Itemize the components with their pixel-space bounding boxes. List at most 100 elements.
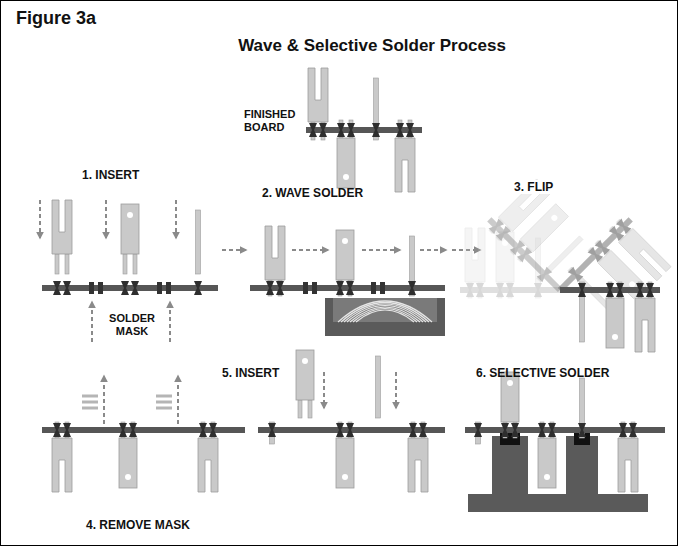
step-insert: [40, 200, 218, 342]
tab-hole: [342, 474, 348, 480]
terminal-lead: [123, 254, 127, 274]
solder-joint: [372, 123, 380, 137]
solder-joint: [396, 123, 404, 137]
step-insert-second: [258, 350, 445, 492]
tab-hole: [302, 358, 308, 364]
solder-joint: [548, 423, 556, 437]
solder-joint: [501, 423, 509, 437]
terminal-lead: [133, 254, 137, 274]
solder-joint: [578, 283, 586, 297]
solder-joint: [346, 281, 354, 295]
fork-body: [198, 438, 218, 492]
solder-joint: [476, 283, 484, 297]
tab-body: [520, 204, 568, 252]
step-selective-solder: [465, 372, 665, 512]
removed-mask-strip: [156, 401, 172, 404]
motion-arrow: [323, 372, 325, 408]
tab-body: [336, 230, 354, 280]
removed-mask-strip: [82, 407, 98, 410]
terminal-lead: [55, 254, 59, 274]
terminal-lead: [308, 400, 312, 418]
fork-body: [265, 226, 285, 280]
diagram-title: Wave & Selective Solder Process: [238, 36, 506, 56]
tab-body: [337, 138, 355, 188]
step-label: 1. INSERT: [82, 168, 139, 182]
motion-arrow: [420, 249, 446, 251]
solder-joint: [63, 281, 71, 295]
fork-body: [618, 438, 638, 492]
removed-mask-strip: [156, 407, 172, 410]
pin-terminal: [196, 210, 201, 274]
tab-body: [606, 298, 624, 348]
solder-joint: [538, 423, 546, 437]
tab-body: [538, 438, 556, 488]
solder-joint: [121, 281, 129, 295]
tab-body: [336, 438, 354, 488]
pin-terminal: [376, 356, 381, 418]
solder-mask-dot: [166, 282, 171, 294]
solder-joint: [496, 283, 504, 297]
solder-joint: [616, 219, 632, 235]
solder-joint: [629, 423, 637, 437]
solder-joint: [609, 226, 625, 242]
solder-joint: [646, 283, 654, 297]
fork-terminal: [52, 200, 72, 274]
removed-mask-strip: [156, 395, 172, 398]
figure-number: Figure 3a: [16, 8, 96, 29]
solder-joint: [199, 423, 207, 437]
solder-mask-dot: [380, 282, 385, 294]
motion-arrow: [177, 376, 179, 424]
step-label: 6. SELECTIVE SOLDER: [476, 366, 609, 380]
solder-joint: [578, 423, 586, 437]
fork-body: [408, 438, 428, 492]
motion-arrow: [169, 302, 171, 342]
motion-arrow: [175, 200, 177, 238]
tab-hole: [550, 214, 558, 222]
board-label: FINISHED BOARD: [244, 108, 304, 133]
solder-joint: [53, 423, 61, 437]
motion-arrow: [292, 249, 328, 251]
tab-body: [296, 350, 314, 400]
solder-joint: [194, 281, 202, 295]
mask-label: SOLDER MASK: [100, 312, 164, 337]
terminal-lead: [65, 254, 69, 274]
tab-hole: [125, 474, 131, 480]
solder-joint: [309, 123, 317, 137]
solder-joint: [336, 281, 344, 295]
step-remove-mask: [42, 376, 245, 492]
solder-joint: [511, 423, 519, 437]
solder-mask-dot: [89, 282, 94, 294]
solder-joint: [266, 281, 274, 295]
step-wave-solder: [250, 226, 446, 336]
step-label: 4. REMOVE MASK: [86, 518, 190, 532]
fork-body: [465, 228, 485, 282]
tab-body: [119, 438, 137, 488]
solder-joint: [595, 240, 611, 256]
solder-joint: [63, 423, 71, 437]
pin-body: [376, 356, 381, 418]
motion-arrow: [395, 372, 397, 408]
solder-joint: [489, 219, 505, 235]
motion-arrow: [222, 249, 246, 251]
motion-arrow: [39, 200, 41, 238]
removed-mask-strip: [82, 401, 98, 404]
solder-joint: [474, 423, 482, 437]
solder-joint: [588, 247, 604, 263]
fork-body: [635, 298, 655, 352]
motion-arrow: [91, 302, 93, 342]
fork-body: [395, 138, 415, 192]
tab-terminal: [296, 350, 314, 418]
motion-arrow: [105, 200, 107, 238]
solder-joint: [268, 423, 276, 437]
solder-joint: [406, 123, 414, 137]
solder-joint: [347, 123, 355, 137]
solder-joint: [419, 423, 427, 437]
circuit-board: [465, 427, 665, 433]
motion-arrow: [103, 376, 105, 424]
tab-hole: [507, 380, 513, 386]
fork-body: [52, 200, 72, 254]
solder-joint: [53, 281, 61, 295]
solder-joint: [276, 281, 284, 295]
terminal-lead: [298, 400, 302, 418]
